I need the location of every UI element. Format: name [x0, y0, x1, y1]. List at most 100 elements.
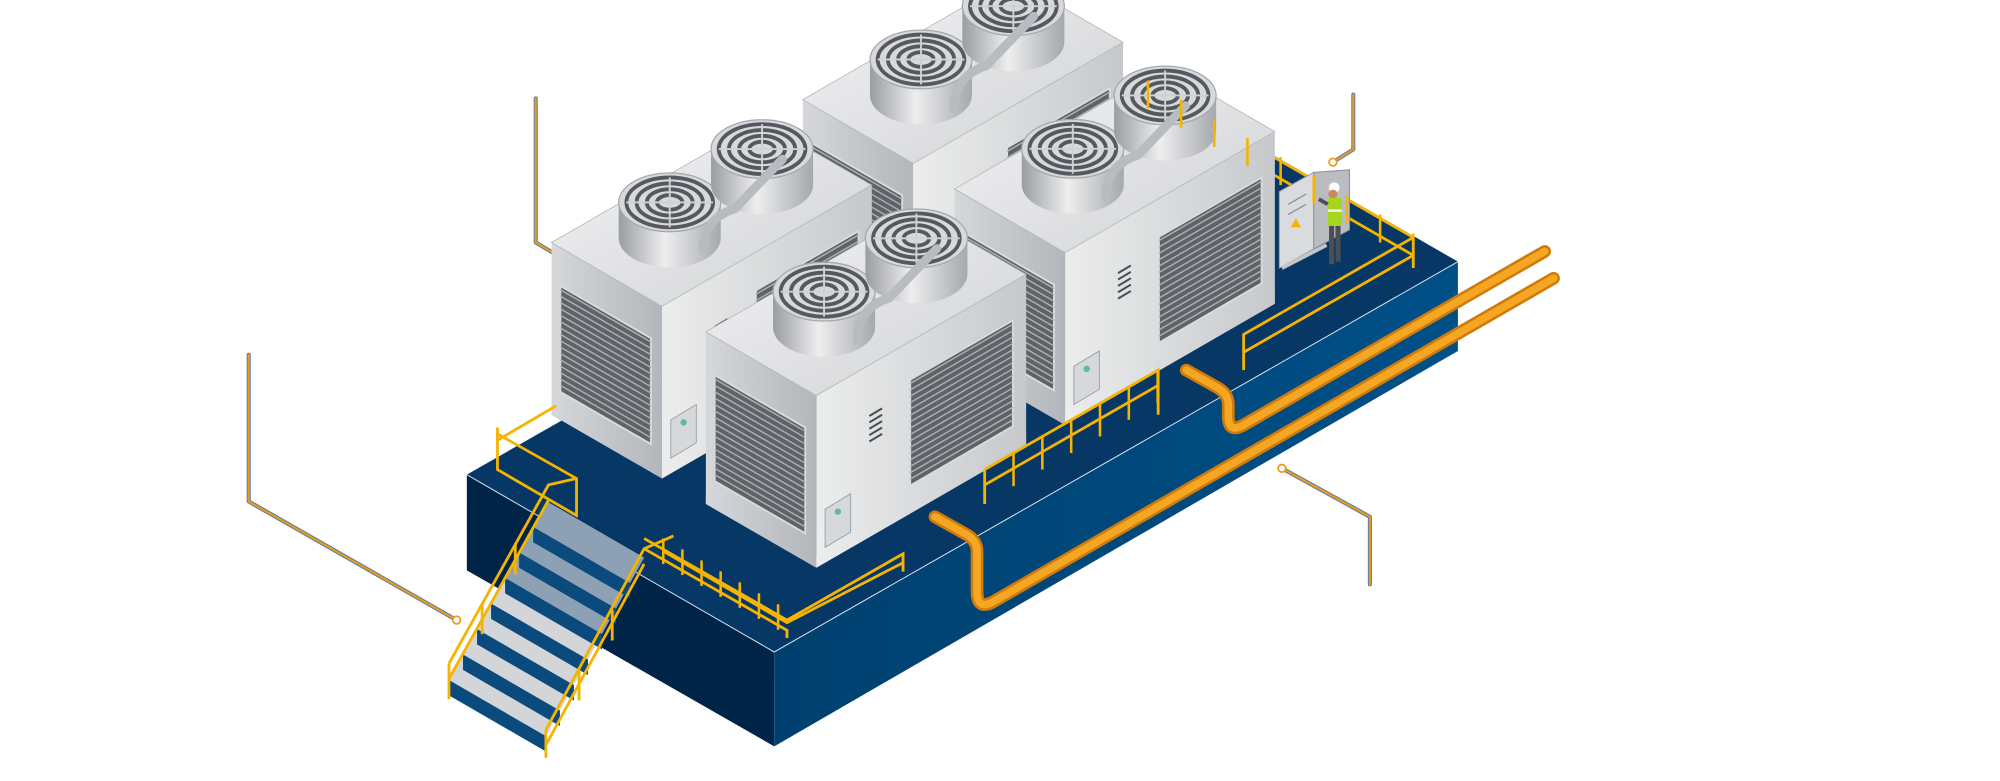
- railing-posts: [661, 80, 1415, 630]
- platform-right-face: [774, 261, 1458, 747]
- fan-housing: [869, 59, 973, 125]
- louver-slat: [1158, 187, 1263, 248]
- stair-riser: [477, 629, 574, 701]
- stairs-icon: [448, 501, 645, 752]
- louver-slat: [560, 359, 652, 413]
- indicator-light: [1083, 365, 1090, 373]
- connecting-pipe: [852, 244, 942, 345]
- louver-slat: [963, 235, 1055, 290]
- louver-slat: [1158, 180, 1263, 242]
- louver-slat: [560, 352, 652, 407]
- louver-slat: [1158, 231, 1263, 293]
- stair-riser: [505, 578, 603, 650]
- louver-slat: [909, 355, 1014, 416]
- stair-riser: [463, 654, 560, 726]
- louver-slat: [1158, 218, 1263, 280]
- louver-slat: [909, 400, 1014, 461]
- louver-slat: [909, 342, 1014, 404]
- cooling-tower-icon: [953, 65, 1276, 425]
- louver-slat: [909, 349, 1014, 410]
- louver-slat: [714, 435, 806, 490]
- louver-slat: [1158, 269, 1263, 331]
- callout-marker-icon: [1328, 157, 1338, 167]
- louver-slat: [1158, 212, 1263, 274]
- callout-top-right: [1328, 92, 1356, 167]
- louver-slat: [714, 397, 806, 452]
- louver-slat: [714, 461, 806, 515]
- fan-icon: [1113, 65, 1217, 161]
- fan-icon: [869, 29, 973, 125]
- louver-slat: [909, 374, 1014, 436]
- louver-slat: [560, 321, 652, 375]
- fan-housing: [618, 202, 721, 268]
- callout-bottom-right: [1277, 463, 1372, 587]
- callout-marker-icon: [1277, 463, 1287, 474]
- fan-icon: [1021, 118, 1125, 214]
- louver-slat: [1158, 263, 1263, 325]
- vent-slat: [1117, 290, 1132, 300]
- cooling-towers: [550, 0, 1276, 568]
- worker-icon: [1317, 181, 1342, 265]
- louver-slat: [1158, 225, 1263, 286]
- stair-riser: [448, 680, 546, 752]
- louver-slat: [714, 416, 806, 471]
- louver-slat: [1158, 238, 1263, 299]
- fan-icon: [772, 261, 876, 357]
- louver-slat: [714, 423, 806, 477]
- callout-left: [246, 352, 462, 625]
- vent-slat: [1117, 271, 1132, 281]
- louver-slat: [714, 391, 806, 445]
- louver-slat: [1158, 257, 1263, 318]
- louver-slat: [909, 406, 1014, 468]
- control-box: [824, 493, 852, 549]
- louver-slat: [1158, 199, 1263, 261]
- louver-slat: [811, 146, 903, 200]
- louver-slat: [909, 323, 1014, 385]
- vent-slat: [868, 413, 883, 424]
- louver-slat: [1158, 276, 1263, 337]
- louver-slat: [714, 429, 806, 483]
- connecting-pipe: [1101, 101, 1190, 202]
- control-box: [670, 403, 697, 459]
- vent-slat: [1117, 264, 1132, 275]
- louver-slat: [714, 403, 806, 458]
- louver-slat: [560, 384, 652, 439]
- louver-slat: [560, 327, 652, 381]
- vent-slat: [1117, 277, 1132, 287]
- fan-icon: [710, 119, 814, 215]
- louver-slat: [714, 467, 806, 522]
- connecting-pipe: [698, 154, 787, 256]
- louver-slat: [909, 368, 1014, 429]
- louver-slat: [560, 314, 652, 369]
- louver-slat: [560, 346, 652, 401]
- louver-slat: [714, 384, 806, 439]
- fan-housing: [1021, 148, 1124, 214]
- louver-slat: [714, 448, 806, 503]
- louver-slat: [1158, 193, 1263, 254]
- louver-left: [559, 284, 652, 446]
- louver-slat: [909, 336, 1014, 397]
- louver-slat: [909, 361, 1014, 423]
- louver-slat: [714, 378, 806, 432]
- stair-step: [533, 501, 645, 584]
- indicator-light: [834, 508, 842, 515]
- louver-left: [713, 373, 807, 536]
- fan-icon: [618, 172, 722, 268]
- louver-slat: [909, 329, 1014, 391]
- louver-slat: [560, 308, 652, 362]
- louver-slat: [560, 301, 652, 356]
- cooling-tower-icon: [705, 208, 1027, 568]
- louver-slat: [560, 289, 652, 343]
- stair-riser: [533, 526, 631, 599]
- louver-slat: [909, 393, 1014, 455]
- indicator-light: [680, 419, 687, 426]
- louver-slat: [714, 474, 806, 528]
- louver-slat: [909, 380, 1014, 442]
- stair-riser: [491, 603, 589, 675]
- louver-slat: [560, 372, 652, 426]
- stair-railings: [447, 477, 675, 758]
- louver-slat: [1158, 250, 1263, 312]
- vent-slat: [1117, 283, 1132, 294]
- louver-slat: [909, 419, 1014, 480]
